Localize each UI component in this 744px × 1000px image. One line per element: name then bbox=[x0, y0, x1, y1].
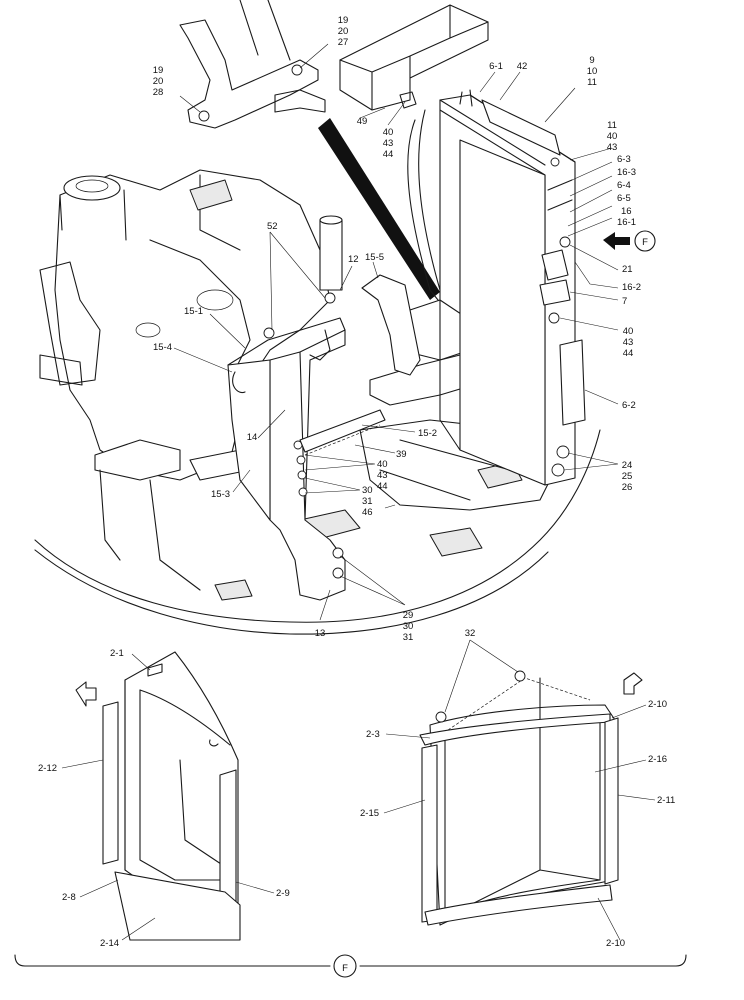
label-6-2: 6-2 bbox=[622, 400, 636, 411]
view-direction-arrow bbox=[318, 118, 440, 300]
label-19a: 19 bbox=[338, 15, 349, 26]
label-30b: 30 bbox=[403, 621, 414, 632]
label-6-3: 6-3 bbox=[617, 154, 631, 165]
label-40c: 40 bbox=[623, 326, 634, 337]
upper-frame-bracket bbox=[179, 0, 326, 129]
label-2-15: 2-15 bbox=[360, 808, 379, 819]
label-16-3: 16-3 bbox=[617, 167, 636, 178]
leader-lines bbox=[61, 43, 656, 941]
label-19b: 19 bbox=[153, 65, 164, 76]
label-14: 14 bbox=[247, 432, 258, 443]
label-29: 29 bbox=[403, 610, 414, 621]
label-11a: 11 bbox=[587, 77, 597, 88]
label-9: 9 bbox=[589, 55, 594, 66]
label-26: 26 bbox=[622, 482, 633, 493]
stay-15-2 bbox=[299, 409, 386, 456]
label-2-3: 2-3 bbox=[366, 729, 380, 740]
label-43b: 43 bbox=[607, 142, 618, 153]
callout-labels: 19 20 27 19 20 28 49 40 43 44 6-1 42 9 1… bbox=[38, 15, 675, 974]
label-24: 24 bbox=[622, 460, 633, 471]
label-2-9: 2-9 bbox=[276, 888, 290, 899]
label-2-10b: 2-10 bbox=[606, 938, 625, 949]
label-2-12: 2-12 bbox=[38, 763, 57, 774]
label-49: 49 bbox=[357, 116, 368, 127]
label-31b: 31 bbox=[403, 632, 414, 643]
label-27: 27 bbox=[338, 37, 349, 48]
label-43c: 43 bbox=[623, 337, 634, 348]
label-43d: 43 bbox=[377, 470, 388, 481]
radiator-frame bbox=[407, 89, 586, 486]
stay-15-5 bbox=[361, 274, 421, 376]
label-15-2: 15-2 bbox=[418, 428, 437, 439]
label-2-10a: 2-10 bbox=[648, 699, 667, 710]
label-46: 46 bbox=[362, 507, 373, 518]
bracket-13 bbox=[227, 292, 346, 601]
label-16: 16 bbox=[621, 206, 632, 217]
shroud-left bbox=[75, 651, 241, 941]
label-31a: 31 bbox=[362, 496, 373, 507]
label-32: 32 bbox=[465, 628, 476, 639]
label-2-11: 2-11 bbox=[657, 795, 675, 806]
label-40a: 40 bbox=[383, 127, 394, 138]
tray-box bbox=[339, 4, 489, 111]
label-6-4: 6-4 bbox=[617, 180, 631, 191]
label-2-16: 2-16 bbox=[648, 754, 667, 765]
label-21: 21 bbox=[622, 264, 633, 275]
label-13: 13 bbox=[315, 628, 326, 639]
label-39: 39 bbox=[396, 449, 407, 460]
label-15-1: 15-1 bbox=[184, 306, 203, 317]
label-15-4: 15-4 bbox=[153, 342, 172, 353]
view-f-marker bbox=[603, 230, 656, 252]
label-2-8: 2-8 bbox=[62, 892, 76, 903]
label-28: 28 bbox=[153, 87, 164, 98]
label-20b: 20 bbox=[153, 76, 164, 87]
label-6-5: 6-5 bbox=[617, 193, 631, 204]
label-52: 52 bbox=[267, 221, 278, 232]
label-25: 25 bbox=[622, 471, 633, 482]
label-44c: 44 bbox=[623, 348, 634, 359]
label-20a: 20 bbox=[338, 26, 349, 37]
label-40d: 40 bbox=[377, 459, 388, 470]
label-16-2: 16-2 bbox=[622, 282, 641, 293]
label-44d: 44 bbox=[377, 481, 388, 492]
revolving-frame bbox=[34, 169, 601, 635]
cylinder bbox=[319, 215, 343, 291]
label-11b: 11 bbox=[607, 120, 617, 131]
label-7: 7 bbox=[622, 296, 627, 307]
label-2-1: 2-1 bbox=[110, 648, 124, 659]
label-30a: 30 bbox=[362, 485, 373, 496]
label-43a: 43 bbox=[383, 138, 394, 149]
label-F-bottom: F bbox=[342, 963, 348, 974]
label-12: 12 bbox=[348, 254, 359, 265]
label-40b: 40 bbox=[607, 131, 618, 142]
label-2-14: 2-14 bbox=[100, 938, 119, 949]
view-f-bracket bbox=[14, 954, 687, 978]
label-42: 42 bbox=[517, 61, 528, 72]
shroud-right bbox=[419, 670, 643, 926]
label-6-1: 6-1 bbox=[489, 61, 503, 72]
label-10: 10 bbox=[587, 66, 598, 77]
label-44a: 44 bbox=[383, 149, 394, 160]
label-16-1: 16-1 bbox=[617, 217, 636, 228]
label-15-3: 15-3 bbox=[211, 489, 230, 500]
label-F-top: F bbox=[642, 237, 648, 248]
label-15-5: 15-5 bbox=[365, 252, 384, 263]
